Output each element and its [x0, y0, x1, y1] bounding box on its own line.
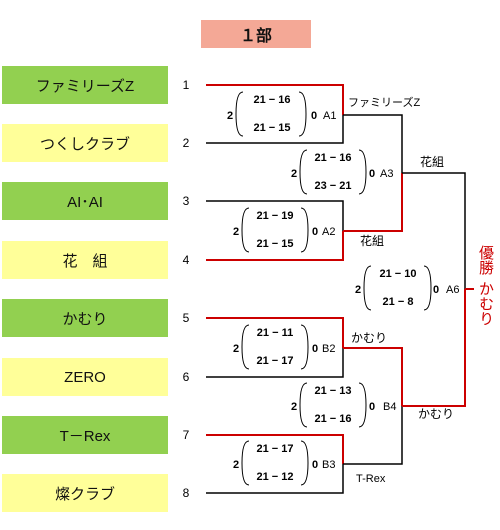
a3-left-total: 2	[291, 168, 297, 180]
seed-7: 7	[183, 428, 190, 442]
b2-left-total: 2	[233, 343, 239, 355]
match-a6-lines	[402, 172, 474, 407]
match-b4-lines	[343, 347, 403, 465]
b2-winner-label: かむり	[351, 331, 387, 345]
b4-left-total: 2	[291, 401, 297, 413]
match-b3-lines	[206, 434, 344, 494]
champion-label: 優勝	[477, 245, 494, 275]
a6-set2: 21 − 8	[383, 296, 414, 308]
seed-4: 4	[183, 253, 190, 267]
b2-set1: 21 − 11	[257, 327, 293, 339]
match-a3-lines	[343, 114, 403, 232]
b3-set1: 21 − 17	[256, 443, 293, 455]
b4-winner-label: かむり	[418, 407, 454, 421]
b4-right-total: 0	[369, 401, 375, 413]
b2-id: B2	[322, 343, 335, 355]
seed-6: 6	[183, 370, 190, 384]
match-b2-lines	[206, 317, 344, 378]
a6-left-total: 2	[355, 284, 361, 296]
b3-set2: 21 − 12	[256, 471, 293, 483]
a3-id: A3	[380, 168, 393, 180]
a6-id: A6	[446, 284, 459, 296]
a3-right-total: 0	[369, 168, 375, 180]
seed-8: 8	[183, 486, 190, 500]
match-a2-score: 2 21 − 19 21 − 15 0 A2	[233, 207, 335, 253]
match-a6-score: 2 21 − 10 21 − 8 0 A6	[355, 265, 459, 311]
team-8-name: 燦クラブ	[2, 474, 168, 512]
team-2-name: つくしクラブ	[2, 124, 168, 162]
division-title: １部	[201, 20, 311, 48]
b4-id: B4	[383, 401, 396, 413]
a3-set1: 21 − 16	[314, 152, 351, 164]
match-b2-score: 2 21 − 11 21 − 17 0 B2	[233, 324, 335, 370]
a2-left-total: 2	[233, 226, 239, 238]
a2-right-total: 0	[312, 226, 318, 238]
b2-set2: 21 − 17	[256, 355, 293, 367]
a2-winner-label: 花組	[360, 233, 384, 248]
a3-winner-label: 花組	[420, 154, 444, 169]
a1-id: A1	[323, 110, 336, 122]
a1-winner-label: ファミリーズZ	[348, 95, 420, 109]
b3-winner-label: T-Rex	[356, 473, 386, 485]
a1-left-total: 2	[227, 110, 233, 122]
a1-right-total: 0	[311, 110, 317, 122]
b3-right-total: 0	[312, 459, 318, 471]
b2-right-total: 0	[312, 343, 318, 355]
seed-2: 2	[183, 136, 190, 150]
champion-name: かむり	[477, 281, 494, 326]
match-a1-score: 2 21 − 16 21 − 15 0 A1	[227, 91, 336, 137]
a2-id: A2	[322, 226, 335, 238]
a1-set1: 21 − 16	[253, 94, 290, 106]
a6-set1: 21 − 10	[379, 268, 416, 280]
a2-set1: 21 − 19	[256, 210, 293, 222]
team-6-name: ZERO	[2, 358, 168, 396]
match-a2-lines	[206, 200, 344, 261]
b3-id: B3	[322, 459, 335, 471]
a1-set2: 21 − 15	[253, 122, 290, 134]
team-7-name: T－Rex	[2, 416, 168, 454]
seed-5: 5	[183, 311, 190, 325]
match-a3-score: 2 21 − 16 23 − 21 0 A3	[291, 149, 393, 195]
a3-set2: 23 − 21	[314, 180, 351, 192]
a6-right-total: 0	[433, 284, 439, 296]
champion-box: 優勝 かむり	[473, 245, 497, 326]
team-1-name: ファミリーズZ	[2, 66, 168, 104]
match-b4-score: 2 21 − 13 21 − 16 0 B4	[291, 382, 396, 428]
team-5-name: かむり	[2, 299, 168, 337]
match-a1-lines	[206, 84, 344, 144]
team-4-name: 花 組	[2, 241, 168, 279]
b4-set2: 21 − 16	[314, 413, 351, 425]
b3-left-total: 2	[233, 459, 239, 471]
seed-1: 1	[183, 78, 190, 92]
match-b3-score: 2 21 − 17 21 − 12 0 B3	[233, 440, 335, 486]
team-3-name: AI･AI	[2, 182, 168, 220]
a2-set2: 21 − 15	[256, 238, 293, 250]
seed-3: 3	[183, 194, 190, 208]
b4-set1: 21 − 13	[314, 385, 351, 397]
